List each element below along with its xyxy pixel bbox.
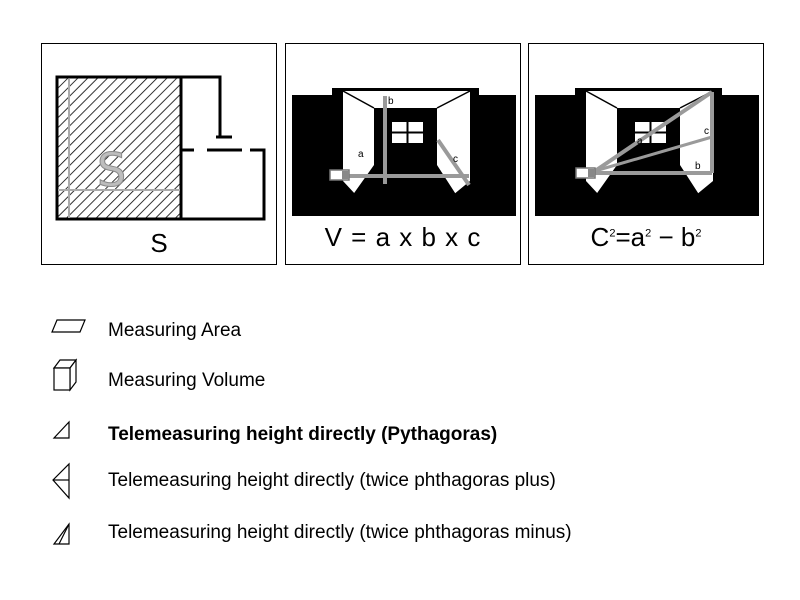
formula-c: C (590, 222, 610, 252)
split-triangle-icon (52, 522, 70, 545)
hatched-area (55, 75, 183, 221)
pythagoras-panel: a c b C2=a2 − b2 (528, 43, 764, 265)
legend-label-pythagoras: Telemeasuring height directly (Pythagora… (108, 424, 498, 445)
formula-c-exp: 2 (609, 227, 616, 240)
label-c: c (704, 126, 709, 137)
legend-label-twice-minus: Telemeasuring height directly (twice pht… (108, 522, 572, 543)
cube-icon (52, 358, 78, 392)
label-b: b (695, 161, 701, 172)
parallelogram-icon (51, 319, 86, 333)
area-symbol: S (97, 143, 126, 197)
legend-label-volume: Measuring Volume (108, 370, 266, 391)
volume-formula: V = a x b x c (324, 222, 482, 252)
label-c: c (453, 154, 458, 165)
label-b: b (388, 96, 394, 107)
triangle-icon (52, 420, 70, 439)
label-a: a (637, 136, 643, 147)
legend-label-twice-plus: Telemeasuring height directly (twice pht… (108, 470, 556, 491)
volume-panel: b a c V = a x b x c (285, 43, 521, 265)
double-triangle-icon (52, 462, 70, 500)
formula-eq-a: =a (615, 222, 646, 252)
room-volume-diagram: b a c (292, 88, 516, 216)
area-panel: S S (41, 43, 277, 265)
formula-b-exp: 2 (695, 227, 702, 240)
pythagoras-formula: C2=a2 − b2 (529, 222, 763, 253)
floor-plan-diagram: S (55, 75, 266, 221)
area-caption: S (150, 228, 168, 258)
legend-label-area: Measuring Area (108, 320, 242, 341)
label-a: a (358, 149, 364, 160)
formula-minus-b: − b (658, 222, 696, 252)
room-pythagoras-diagram: a c b (535, 88, 759, 216)
formula-a-exp: 2 (645, 227, 652, 240)
